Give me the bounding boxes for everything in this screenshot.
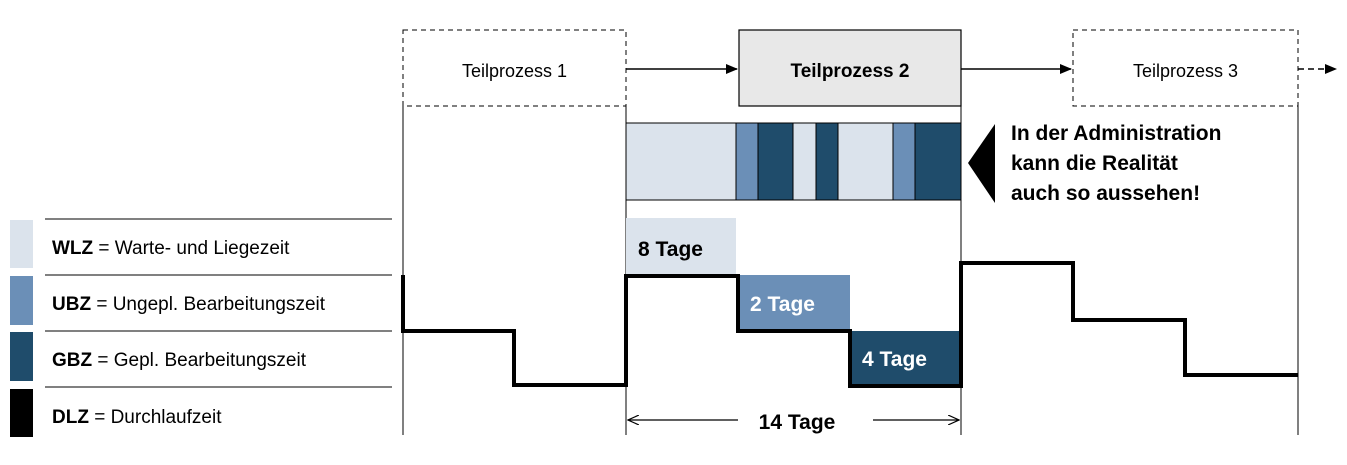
duration-wlz: 8 Tage — [626, 218, 736, 275]
bar-segment-gbz — [915, 123, 961, 200]
reality-bar — [625, 122, 962, 201]
bar-segment-ubz — [893, 123, 915, 200]
legend-swatch-ubz — [10, 276, 33, 325]
duration-ubz: 2 Tage — [738, 275, 850, 331]
bar-segment-ubz — [736, 123, 758, 200]
duration-gbz-label: 4 Tage — [862, 348, 927, 371]
process-step-1: Teilprozess 1 — [402, 29, 627, 107]
legend-item-gbz: GBZ = Gepl. Bearbeitungszeit — [52, 350, 307, 371]
process-step-3-label: Teilprozess 3 — [1133, 61, 1238, 81]
callout-line-3: auch so aussehen! — [1011, 182, 1200, 205]
legend-item-dlz: DLZ = Durchlaufzeit — [52, 407, 222, 428]
duration-gbz: 4 Tage — [850, 331, 961, 386]
duration-ubz-label: 2 Tage — [750, 293, 815, 316]
dlz-staircase-line — [401, 261, 1298, 388]
callout-text: In der Administration kann die Realität … — [1011, 122, 1221, 205]
legend: WLZ = Warte- und Liegezeit UBZ = Ungepl.… — [10, 218, 392, 437]
bar-segment-gbz — [816, 123, 838, 200]
bar-segment-gbz — [758, 123, 793, 200]
legend-item-wlz: WLZ = Warte- und Liegezeit — [52, 238, 290, 259]
legend-swatch-gbz — [10, 332, 33, 381]
callout-line-2: kann die Realität — [1011, 152, 1178, 175]
callout-pointer-icon — [968, 124, 995, 203]
process-step-2: Teilprozess 2 — [738, 29, 962, 107]
duration-wlz-label: 8 Tage — [638, 238, 703, 261]
legend-item-ubz: UBZ = Ungepl. Bearbeitungszeit — [52, 294, 326, 315]
callout-line-1: In der Administration — [1011, 122, 1221, 145]
total-duration-label: 14 Tage — [759, 411, 836, 434]
total-duration: 14 Tage — [628, 411, 959, 434]
bar-segment-wlz — [626, 123, 736, 200]
process-step-2-label: Teilprozess 2 — [791, 61, 910, 82]
bar-segment-wlz — [838, 123, 893, 200]
bar-segment-wlz — [793, 123, 816, 200]
legend-swatch-wlz — [10, 220, 33, 268]
legend-swatch-dlz — [10, 389, 33, 437]
process-step-1-label: Teilprozess 1 — [462, 61, 567, 81]
process-step-3: Teilprozess 3 — [1072, 29, 1299, 107]
